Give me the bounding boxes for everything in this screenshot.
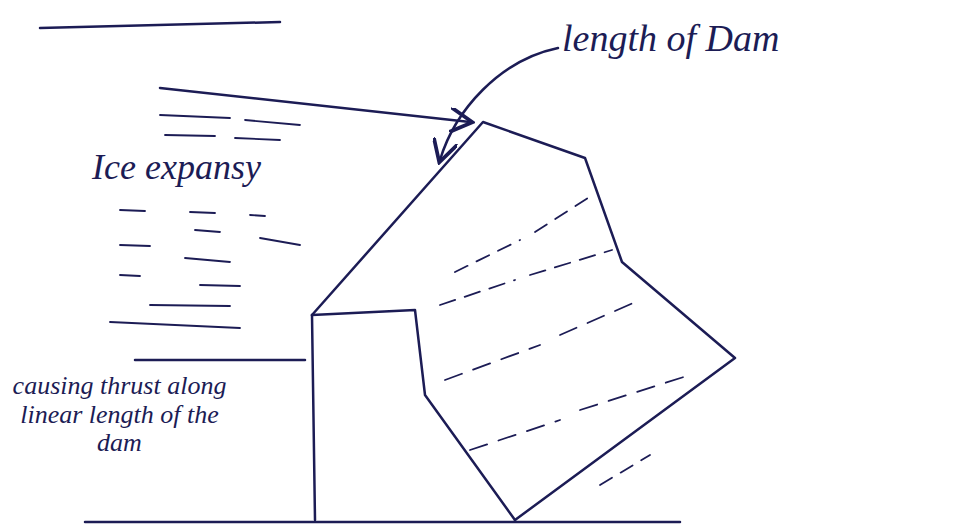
- dam-length-label: length of Dam: [562, 18, 952, 60]
- ice-label: Ice expansy: [92, 148, 422, 188]
- thrust-note: causing thrust along linear length of th…: [12, 372, 227, 458]
